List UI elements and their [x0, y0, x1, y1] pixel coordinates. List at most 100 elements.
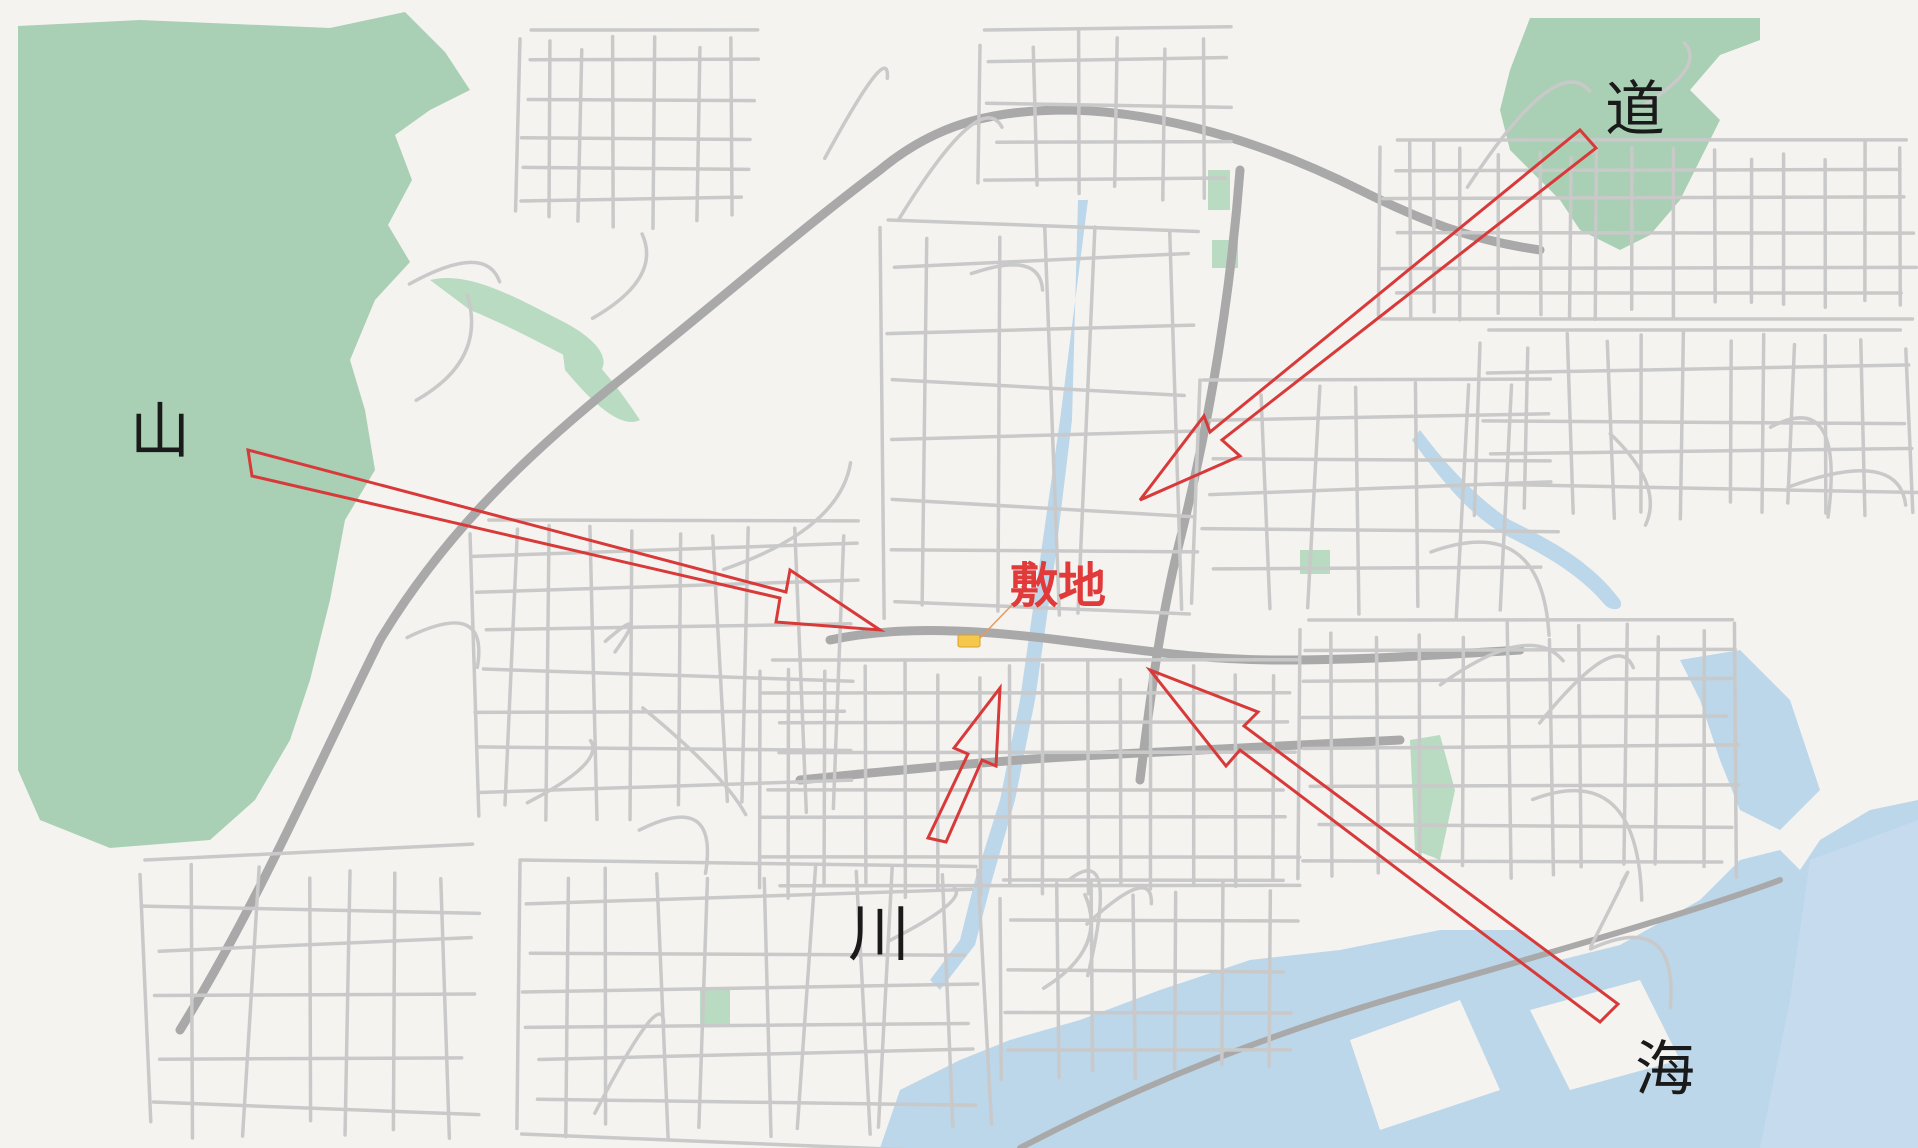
minor-road: [795, 865, 818, 1131]
minor-road: [998, 896, 1003, 1082]
minor-road: [524, 887, 974, 906]
mountain-arrow-icon: [246, 447, 886, 632]
minor-road: [414, 293, 474, 402]
minor-road: [888, 885, 958, 943]
minor-road: [515, 860, 522, 1131]
minor-road: [1161, 47, 1167, 202]
minor-road: [603, 622, 633, 654]
minor-road: [1208, 411, 1551, 423]
minor-road: [889, 548, 1200, 554]
minor-road: [1638, 41, 1692, 109]
minor-road: [976, 868, 994, 1126]
minor-road: [1565, 331, 1575, 515]
minor-road: [863, 664, 868, 885]
minor-road: [519, 195, 743, 203]
minor-road: [535, 1097, 978, 1108]
minor-road: [1220, 879, 1225, 1067]
minor-road: [1429, 540, 1551, 638]
minor-road: [1041, 892, 1093, 990]
minor-road: [513, 37, 522, 213]
minor-road: [1201, 377, 1553, 382]
minor-road: [890, 497, 1196, 519]
minor-road: [1786, 342, 1797, 505]
minor-road: [1417, 633, 1422, 864]
minor-road: [1353, 385, 1361, 616]
minor-road: [1067, 869, 1103, 978]
green-strip-a: [430, 278, 604, 372]
minor-road: [1786, 469, 1908, 507]
minor-road: [1112, 36, 1119, 189]
minor-road: [1859, 338, 1867, 518]
green-strip-b: [560, 330, 640, 422]
minor-road: [697, 876, 710, 1130]
minor-road: [1588, 935, 1673, 1010]
minor-road: [889, 429, 1200, 442]
green-patch-3: [1300, 550, 1330, 574]
minor-road: [1308, 783, 1741, 789]
minor-road: [729, 36, 734, 217]
minor-road: [1537, 654, 1636, 725]
minor-road: [1576, 623, 1583, 869]
minor-road: [1608, 431, 1653, 527]
road-label: 道: [1605, 75, 1665, 145]
minor-road: [1031, 45, 1039, 187]
minor-road: [710, 534, 730, 804]
minor-road: [1189, 378, 1202, 605]
minor-road: [1172, 890, 1178, 1071]
minor-road: [1118, 677, 1123, 887]
minor-road: [996, 235, 1002, 613]
minor-road: [892, 251, 1190, 270]
minor-road: [576, 47, 584, 223]
minor-road: [1538, 151, 1543, 317]
minor-road: [1438, 643, 1565, 687]
minor-road: [777, 720, 1290, 725]
minor-road: [343, 869, 352, 1137]
minor-road: [1003, 1010, 1293, 1015]
minor-road: [886, 218, 1201, 234]
minor-road: [407, 260, 502, 286]
minor-road: [544, 523, 551, 822]
hill-green-area: [1500, 18, 1760, 250]
minor-road: [654, 872, 670, 1140]
minor-road: [468, 532, 481, 818]
minor-road: [1211, 565, 1543, 571]
minor-road: [1413, 381, 1420, 609]
minor-road: [1259, 393, 1272, 611]
minor-road: [525, 738, 595, 805]
sea-arrow-icon: [1145, 666, 1621, 1024]
minor-road: [976, 43, 982, 185]
minor-road: [439, 877, 452, 1140]
minor-road: [1305, 384, 1322, 610]
green-patch-1: [1208, 170, 1230, 210]
minor-road: [474, 578, 860, 595]
minor-road: [1008, 918, 1300, 923]
minor-road: [1547, 637, 1556, 877]
minor-road: [1605, 339, 1617, 521]
minor-road: [519, 1132, 906, 1148]
minor-road: [503, 527, 520, 807]
minor-road: [1732, 621, 1739, 880]
minor-road: [1498, 383, 1514, 612]
minor-road: [878, 225, 886, 621]
minor-road: [885, 323, 1196, 336]
minor-road: [893, 599, 1192, 616]
minor-road: [610, 34, 615, 229]
minor-road: [740, 525, 750, 804]
minor-road: [1006, 968, 1286, 974]
minor-road: [1329, 631, 1334, 878]
minor-road: [537, 1047, 975, 1062]
sea-label: 海: [1635, 1035, 1695, 1105]
river-label: 川: [848, 897, 910, 970]
minor-road: [1904, 347, 1915, 515]
minor-road: [1303, 647, 1737, 653]
minor-road: [588, 524, 599, 822]
minor-road: [1505, 618, 1513, 880]
minor-road: [1488, 482, 1918, 495]
minor-road: [1086, 658, 1091, 896]
minor-road: [1317, 822, 1734, 830]
minor-road: [471, 541, 859, 559]
minor-road: [526, 97, 757, 103]
pier-land-1: [1350, 1000, 1500, 1130]
minor-road: [1567, 155, 1573, 321]
minor-road: [822, 66, 890, 161]
